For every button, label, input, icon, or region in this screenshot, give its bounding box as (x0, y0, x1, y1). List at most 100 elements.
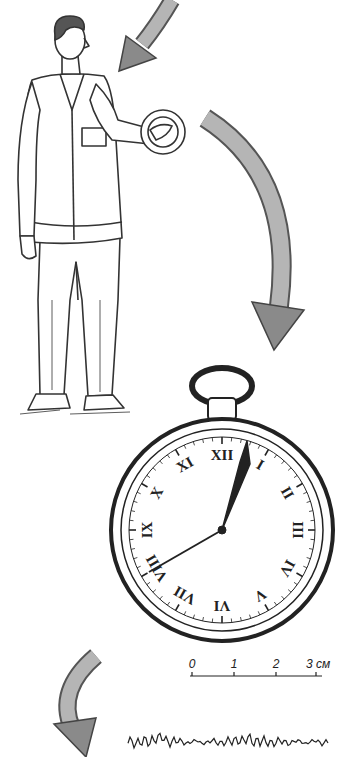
dial-tick (231, 619, 232, 623)
scale-number: 0 (189, 658, 196, 670)
dial-tick (212, 438, 213, 442)
flow-arrow (205, 118, 304, 350)
trouser-crease (76, 262, 78, 300)
jacket-zip (72, 110, 74, 240)
hair (55, 16, 85, 40)
arrow-band (205, 118, 282, 306)
dial-numeral: IX (140, 522, 155, 539)
dial-tick (130, 520, 134, 521)
dial-tick (184, 611, 186, 615)
dial-tick (221, 437, 223, 444)
dial-tick (303, 492, 307, 494)
hand (20, 236, 36, 259)
dial-tick (130, 539, 134, 540)
seismogram-trace (128, 733, 328, 748)
dial-tick (240, 617, 242, 621)
dial-tick (153, 468, 156, 471)
dial-tick (184, 445, 186, 449)
dial-tick (134, 501, 138, 502)
dial-tick (160, 596, 163, 599)
dial-tick (193, 615, 194, 619)
dial-tick (294, 582, 297, 584)
held-disk (141, 110, 185, 154)
jacket-waistband (30, 222, 122, 226)
dial-tick (307, 558, 311, 559)
dial-tick (141, 573, 147, 577)
trousers (38, 238, 120, 396)
dial-tick (303, 566, 307, 568)
dial-tick (202, 439, 204, 443)
dial-tick (309, 548, 313, 550)
shoe (84, 395, 124, 410)
dial-tick (307, 501, 311, 502)
dial-tick (160, 461, 163, 464)
dial-numeral: XII (211, 448, 234, 463)
dial-tick (131, 548, 135, 550)
hanging-arm (18, 82, 40, 236)
arrow-head (119, 36, 156, 71)
dial-tick (250, 615, 251, 619)
dial-tick (309, 510, 313, 512)
dial-tick (311, 539, 315, 540)
dial-tick (221, 616, 223, 623)
dial-tick (296, 573, 302, 577)
dial-ticks (129, 437, 315, 623)
dial-tick (167, 602, 169, 605)
scale-line (190, 675, 322, 676)
dial-tick (274, 602, 276, 605)
scale-number: 3 см (306, 658, 330, 670)
dial-tick (265, 449, 269, 455)
dial-tick (202, 617, 204, 621)
dial-ring (129, 437, 315, 623)
dial-tick (274, 455, 276, 458)
dial-tick (131, 510, 135, 512)
nose (84, 38, 89, 48)
shoe (28, 394, 70, 410)
hand-on-disk (150, 125, 172, 140)
dial-tick (176, 604, 180, 610)
dial-tick (137, 566, 141, 568)
dial-tick (311, 520, 315, 521)
arrow-band (205, 118, 282, 306)
dial-tick (240, 439, 242, 443)
dial-tick (167, 455, 169, 458)
arrow-band (67, 656, 96, 728)
dial-tick (134, 558, 138, 559)
jacket-pocket (82, 128, 106, 146)
dial-tick (212, 619, 213, 623)
dial-tick (141, 484, 147, 488)
dial-tick (258, 611, 260, 615)
hand-pivot (218, 526, 226, 534)
disk-rim (141, 110, 185, 154)
dial-tick (153, 590, 156, 593)
dial-tick (282, 596, 285, 599)
dial-tick (193, 442, 194, 446)
watch-crown (208, 398, 236, 420)
dial-tick (258, 445, 260, 449)
scale-bar (190, 672, 322, 676)
dial-tick (296, 484, 302, 488)
watch-bezel (121, 429, 323, 631)
flow-arrow (119, 0, 172, 71)
dial-tick (231, 438, 232, 442)
pocket-watch (111, 368, 333, 641)
dial-tick (250, 442, 251, 446)
arrow-head (54, 718, 96, 757)
dial-tick (129, 529, 136, 531)
arrow-band (142, 0, 172, 44)
dial-numeral: III (290, 521, 305, 539)
watch-case (111, 419, 333, 641)
dial-numeral: VI (214, 598, 231, 613)
disk-face (148, 117, 178, 147)
dial-tick (147, 475, 150, 477)
scale-number: 2 (273, 658, 280, 670)
jacket-collar (60, 74, 84, 110)
dial-tick (265, 604, 269, 610)
man-figure (18, 16, 150, 414)
scale-ticks (192, 672, 316, 676)
dial-tick (176, 449, 180, 455)
dial-tick (282, 461, 285, 464)
dial-tick (147, 582, 150, 584)
